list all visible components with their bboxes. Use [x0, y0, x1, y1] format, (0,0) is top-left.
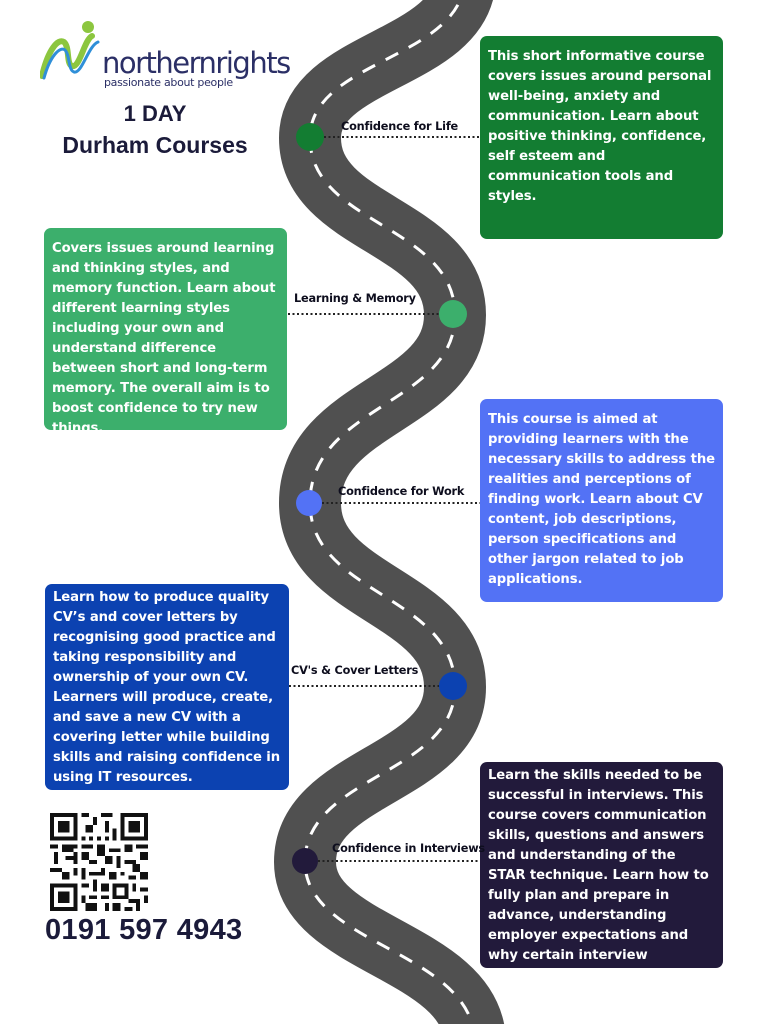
- course-description-confidence-for-life: This short informative course covers iss…: [480, 36, 723, 239]
- course-label-confidence-in-interviews: Confidence in Interviews: [332, 842, 485, 855]
- phone-number[interactable]: 0191 597 4943: [45, 914, 243, 946]
- course-label-confidence-for-work: Confidence for Work: [338, 485, 465, 498]
- stop-marker-3: [296, 490, 322, 516]
- stop-marker-5: [292, 848, 318, 874]
- stop-marker-2: [439, 300, 467, 328]
- qr-code-icon[interactable]: [50, 813, 148, 911]
- brand-logo: northernrights passionate about people: [40, 20, 291, 90]
- road-surface: [273, 0, 504, 1024]
- brand-tagline: passionate about people: [104, 76, 233, 89]
- course-description-learning-memory: Covers issues around learning and thinki…: [44, 228, 287, 436]
- course-description-cv-cover-letters: Learn how to produce quality CV’s and co…: [45, 584, 289, 790]
- course-description-confidence-for-work: This course is aimed at providing learne…: [480, 399, 723, 602]
- stop-marker-1: [296, 123, 324, 151]
- heading-location: Durham Courses: [62, 132, 248, 158]
- course-label-learning-memory: Learning & Memory: [294, 292, 416, 305]
- course-description-confidence-in-interviews: Learn the skills needed to be successful…: [480, 762, 723, 983]
- logo-swoosh-icon: [40, 21, 100, 80]
- brand-name: northernrights: [102, 46, 291, 80]
- course-label-cv-cover-letters: CV's & Cover Letters: [291, 664, 419, 677]
- course-label-confidence-for-life: Confidence for Life: [341, 120, 458, 133]
- stop-marker-4: [439, 672, 467, 700]
- heading-duration: 1 DAY: [123, 101, 187, 126]
